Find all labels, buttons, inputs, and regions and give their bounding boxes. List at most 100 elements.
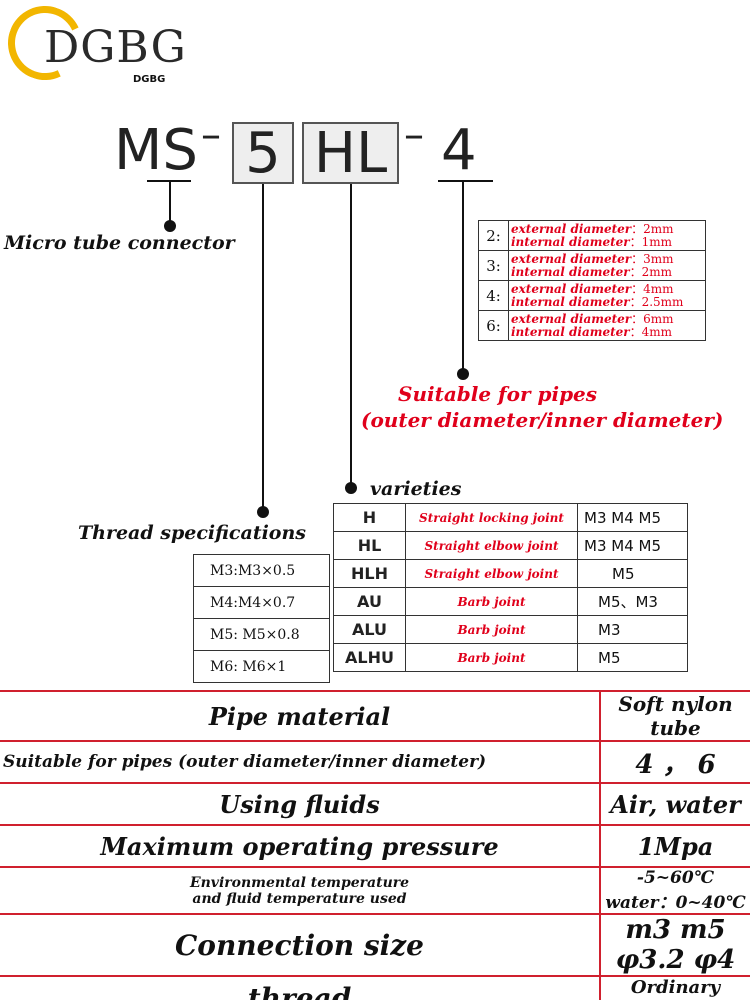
prefix-leader-line [169, 182, 171, 222]
suitable-label-2: (outer diameter/inner diameter) [361, 408, 724, 432]
variety-thread: M5 [577, 559, 688, 588]
pipe-leader-line [462, 182, 464, 372]
variety-row: AU Barb joint M5、M3 [333, 587, 688, 616]
spec-value: 4 ， 6 [600, 740, 750, 784]
spec-row: Maximum operating pressure 1Mpa [0, 824, 750, 868]
variety-code: HL [333, 531, 406, 560]
ext-label: external diameter [511, 221, 632, 236]
variety-thread: M5、M3 [577, 587, 688, 616]
diameter-row: 4: external diameter：4mm internal diamet… [478, 280, 706, 311]
ext-label: external diameter [511, 251, 632, 266]
spec-label: Connection size [0, 913, 601, 977]
int-value: ：2mm [629, 264, 672, 279]
model-prefix: MS [114, 118, 198, 183]
size-leader-line [262, 184, 264, 510]
spec-value: m3 m5 φ3.2 φ4 [600, 913, 750, 977]
diameter-values: external diameter：3mm internal diameter：… [508, 250, 706, 281]
diameter-values: external diameter：4mm internal diameter：… [508, 280, 706, 311]
model-type: HL [313, 120, 388, 186]
diameter-row: 3: external diameter：3mm internal diamet… [478, 250, 706, 281]
diameter-values: external diameter：2mm internal diameter：… [508, 220, 706, 251]
size-dot [257, 506, 269, 518]
spec-label-line-2: and fluid temperature used [192, 890, 407, 907]
variety-code: H [333, 503, 406, 532]
spec-row: thread Ordinary metric thread [0, 975, 750, 1000]
variety-row: H Straight locking joint M3 M4 M5 [333, 503, 688, 532]
spec-label: thread [0, 975, 601, 1000]
int-label: internal diameter [511, 234, 630, 249]
pipe-dot [457, 368, 469, 380]
spec-value: 1Mpa [600, 824, 750, 868]
variety-row: HL Straight elbow joint M3 M4 M5 [333, 531, 688, 560]
thread-spec-table: M3:M3×0.5 M4:M4×0.7 M5: M5×0.8 M6: M6×1 [193, 554, 330, 683]
thread-spec-cell: M6: M6×1 [193, 650, 330, 683]
spec-label-line-1: Environmental temperature [189, 874, 410, 891]
ext-value: ：3mm [631, 251, 674, 266]
variety-code: ALHU [333, 643, 406, 672]
pipe-underline [438, 180, 493, 182]
spec-row: Using fluids Air, water [0, 782, 750, 826]
thread-spec-cell: M3:M3×0.5 [193, 554, 330, 587]
prefix-dot [164, 220, 176, 232]
varieties-label: varieties [370, 478, 462, 500]
int-label: internal diameter [511, 294, 630, 309]
variety-name: Barb joint [405, 643, 578, 672]
spec-value: -5~60℃ water：0~40℃ [600, 866, 750, 915]
spec-row: Environmental temperature and fluid temp… [0, 866, 750, 915]
int-label: internal diameter [511, 324, 630, 339]
diameter-table: 2: external diameter：2mm internal diamet… [478, 220, 706, 341]
spec-label: Using fluids [0, 782, 601, 826]
variety-code: ALU [333, 615, 406, 644]
model-size-box: 5 [232, 120, 294, 186]
logo-subtext: DGBG [133, 74, 166, 85]
variety-row: HLH Straight elbow joint M5 [333, 559, 688, 588]
variety-name: Straight elbow joint [405, 531, 578, 560]
model-size: 5 [245, 120, 281, 186]
diameter-row: 6: external diameter：6mm internal diamet… [478, 310, 706, 341]
variety-thread: M3 [577, 615, 688, 644]
int-value: ：4mm [629, 324, 672, 339]
ext-value: ：6mm [631, 311, 674, 326]
varieties-table: H Straight locking joint M3 M4 M5 HL Str… [333, 503, 688, 672]
diameter-row: 2: external diameter：2mm internal diamet… [478, 220, 706, 251]
int-value: ：2.5mm [629, 294, 684, 309]
diameter-key: 2: [478, 220, 509, 251]
int-value: ：1mm [629, 234, 672, 249]
diameter-key: 4: [478, 280, 509, 311]
type-leader-line [350, 184, 352, 486]
spec-row: Suitable for pipes (outer diameter/inner… [0, 740, 750, 784]
spec-value: Soft nylon tube [600, 690, 750, 742]
model-type-box: HL [302, 120, 399, 186]
variety-thread: M5 [577, 643, 688, 672]
variety-thread: M3 M4 M5 [577, 503, 688, 532]
ext-value: ：4mm [631, 281, 674, 296]
variety-name: Barb joint [405, 587, 578, 616]
ext-label: external diameter [511, 311, 632, 326]
thread-spec-cell: M4:M4×0.7 [193, 586, 330, 619]
diameter-key: 3: [478, 250, 509, 281]
spec-row: Pipe material Soft nylon tube [0, 690, 750, 742]
variety-row: ALU Barb joint M3 [333, 615, 688, 644]
thread-spec-cell: M5: M5×0.8 [193, 618, 330, 651]
spec-label: Suitable for pipes (outer diameter/inner… [0, 740, 601, 784]
variety-code: HLH [333, 559, 406, 588]
thread-specs-label: Thread specifications [78, 522, 306, 544]
diameter-key: 6: [478, 310, 509, 341]
ext-value: ：2mm [631, 221, 674, 236]
variety-row: ALHU Barb joint M5 [333, 643, 688, 672]
logo-text: DGBG [44, 22, 187, 73]
spec-row: Connection size m3 m5 φ3.2 φ4 [0, 913, 750, 977]
spec-label: Environmental temperature and fluid temp… [0, 866, 601, 915]
model-dash-1: – [201, 112, 221, 158]
model-dash-2: – [404, 112, 424, 158]
int-label: internal diameter [511, 264, 630, 279]
prefix-underline [147, 180, 191, 182]
spec-table: Pipe material Soft nylon tube Suitable f… [0, 690, 750, 1000]
spec-label: Maximum operating pressure [0, 824, 601, 868]
diameter-values: external diameter：6mm internal diameter：… [508, 310, 706, 341]
suitable-label-1: Suitable for pipes [398, 382, 598, 406]
variety-name: Straight elbow joint [405, 559, 578, 588]
spec-label: Pipe material [0, 690, 601, 742]
variety-code: AU [333, 587, 406, 616]
variety-name: Straight locking joint [405, 503, 578, 532]
